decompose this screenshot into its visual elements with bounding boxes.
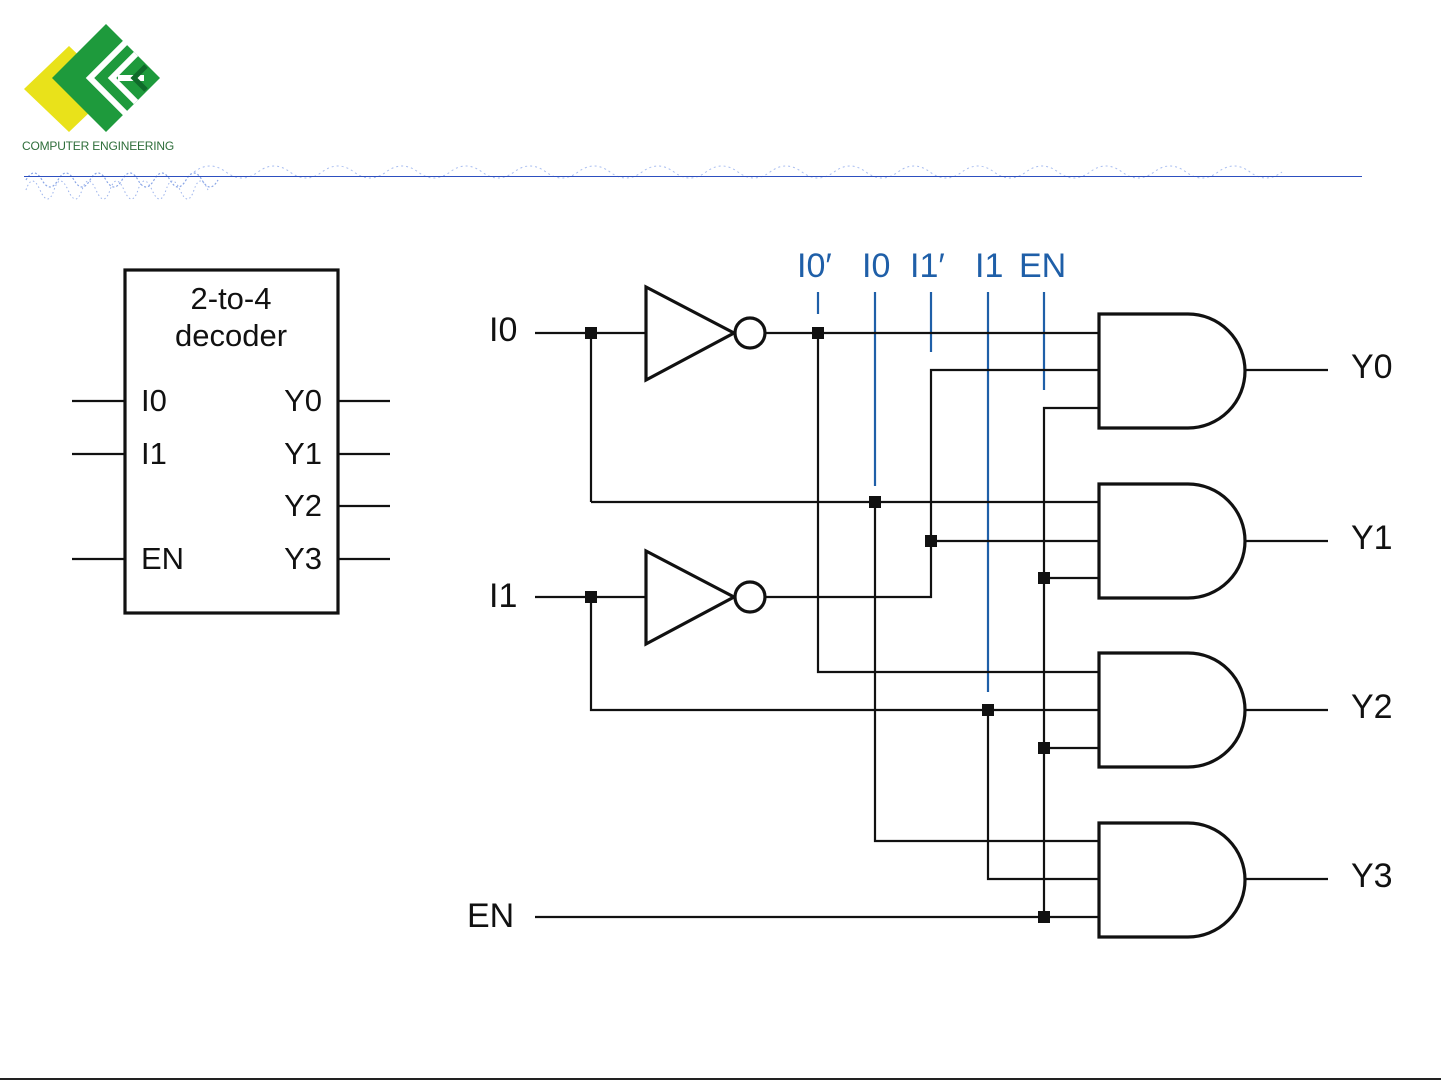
junction-dot — [1038, 572, 1050, 584]
bus-label-i0-bar: I0′ — [797, 247, 832, 285]
junction-dot — [925, 535, 937, 547]
circuit-output-y0: Y0 — [1351, 348, 1393, 386]
and-gate-y0 — [1099, 314, 1245, 428]
block-input-en: EN — [141, 541, 184, 576]
bus-label-i1-bar: I1′ — [910, 247, 945, 285]
inverter-bubble — [735, 318, 765, 348]
circuit-input-i1: I1 — [489, 577, 517, 615]
block-output-y3: Y3 — [284, 541, 322, 576]
circuit-output-y3: Y3 — [1351, 857, 1393, 895]
inverter-i0 — [646, 287, 765, 380]
junction-dot — [585, 327, 597, 339]
block-output-y1: Y1 — [284, 436, 322, 471]
block-output-y0: Y0 — [284, 383, 322, 418]
decoder-block: 2-to-4 decoder I0 I1 EN Y0 Y1 Y2 Y3 — [72, 270, 390, 613]
block-input-i1: I1 — [141, 436, 167, 471]
and-gate-y1 — [1099, 484, 1245, 598]
junction-dot — [812, 327, 824, 339]
decoder-title-2: decoder — [175, 318, 287, 353]
junction-dot — [585, 591, 597, 603]
junction-dot — [869, 496, 881, 508]
wire-i1bar-to-y0 — [766, 370, 1099, 597]
inverter-triangle — [646, 287, 734, 380]
inverter-bubble — [735, 582, 765, 612]
junction-dot — [1038, 911, 1050, 923]
and-gate-y3 — [1099, 823, 1245, 937]
block-input-i0: I0 — [141, 383, 167, 418]
bus-label-i0: I0 — [862, 247, 890, 285]
footer-rule — [0, 1078, 1441, 1080]
and-gate-y2 — [1099, 653, 1245, 767]
circuit-input-en: EN — [467, 897, 514, 935]
circuit-input-i0: I0 — [489, 311, 517, 349]
junction-dot — [1038, 742, 1050, 754]
block-output-y2: Y2 — [284, 488, 322, 523]
circuit-output-y2: Y2 — [1351, 688, 1393, 726]
junction-dot — [982, 704, 994, 716]
bus-label-i1: I1 — [975, 247, 1003, 285]
decoder-title-1: 2-to-4 — [191, 281, 272, 316]
circuit-output-y1: Y1 — [1351, 519, 1393, 557]
inverter-i1 — [646, 551, 765, 644]
bus-label-en: EN — [1019, 247, 1066, 285]
inverter-triangle — [646, 551, 734, 644]
